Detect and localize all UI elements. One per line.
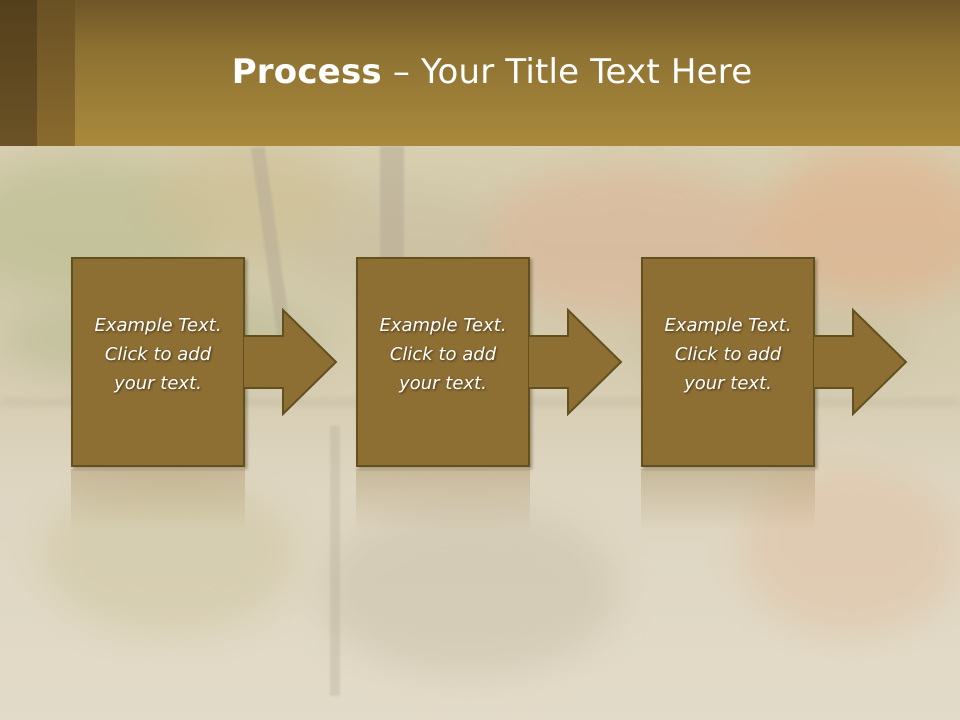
right-arrow-icon xyxy=(813,308,908,416)
step-text[interactable]: Example Text. Click to add your text. xyxy=(94,315,222,394)
step-text[interactable]: Example Text. Click to add your text. xyxy=(379,315,507,394)
process-step-1[interactable]: Example Text. Click to add your text. xyxy=(71,257,245,467)
step-box xyxy=(71,257,245,467)
step-box xyxy=(356,257,530,467)
process-step-3[interactable]: Example Text. Click to add your text. xyxy=(641,257,815,467)
title-bold: Process xyxy=(231,52,382,92)
title-rest: – Your Title Text Here xyxy=(381,52,753,92)
right-arrow-icon xyxy=(243,308,338,416)
step-box xyxy=(641,257,815,467)
process-step-2[interactable]: Example Text. Click to add your text. xyxy=(356,257,530,467)
title-bar: Process – Your Title Text Here xyxy=(0,0,960,146)
right-arrow-icon xyxy=(528,308,623,416)
step-reflection xyxy=(71,469,245,531)
step-reflection xyxy=(641,469,815,531)
step-text[interactable]: Example Text. Click to add your text. xyxy=(664,315,792,394)
header-stripe-medium xyxy=(37,0,75,146)
header-stripe-dark xyxy=(0,0,37,146)
step-reflection xyxy=(356,469,530,531)
slide-title[interactable]: Process – Your Title Text Here xyxy=(0,52,960,92)
